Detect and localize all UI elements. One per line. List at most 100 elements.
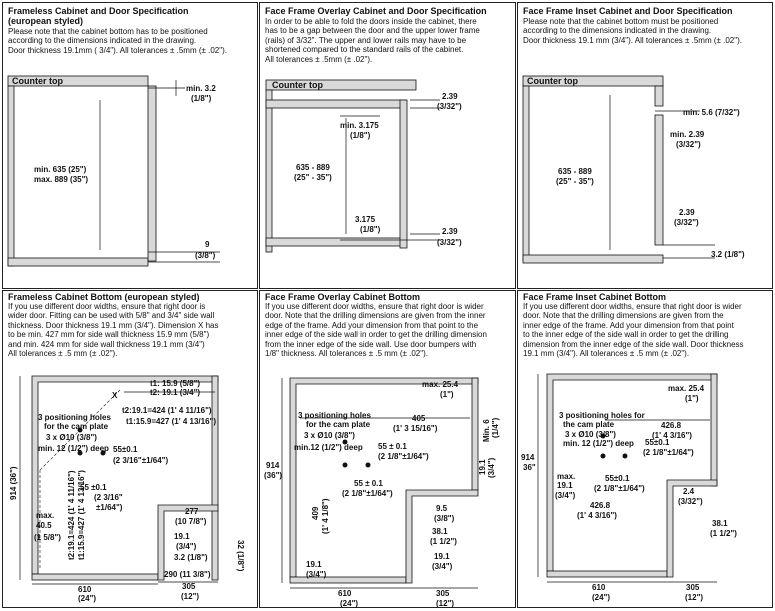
panel-description: If you use different door widths, ensure…: [8, 302, 219, 359]
svg-text:610: 610: [592, 583, 606, 592]
svg-text:19.1: 19.1: [478, 459, 487, 475]
svg-text:max. 25.4: max. 25.4: [422, 380, 459, 389]
svg-text:38.1: 38.1: [432, 527, 448, 536]
svg-text:2.4: 2.4: [683, 487, 695, 496]
svg-text:(36"): (36"): [264, 471, 282, 480]
counter-top: [522, 75, 664, 87]
svg-text:(24"): (24"): [340, 599, 358, 608]
svg-text:t2: 19.1 (3/4"): t2: 19.1 (3/4"): [150, 388, 200, 397]
svg-text:(12"): (12"): [181, 592, 199, 601]
panel-title: Frameless Cabinet and Door Specification…: [8, 6, 189, 26]
svg-text:(1' 4 3/16"): (1' 4 3/16"): [652, 431, 692, 440]
svg-text:(24"): (24"): [78, 594, 96, 603]
svg-text:min. 5.6 (7/32"): min. 5.6 (7/32"): [683, 108, 740, 117]
svg-text:(1 5/8"): (1 5/8"): [34, 533, 61, 542]
svg-text:(1"): (1"): [685, 394, 699, 403]
svg-text:X: X: [112, 391, 118, 400]
svg-text:t2:19.1=424 (1' 4 11/16"): t2:19.1=424 (1' 4 11/16"): [122, 406, 212, 415]
svg-text:(3/8"): (3/8"): [434, 514, 455, 523]
svg-text:40.5: 40.5: [36, 521, 52, 530]
svg-text:the cam plate: the cam plate: [563, 420, 615, 429]
svg-text:(1/8"): (1/8"): [350, 131, 371, 140]
svg-text:3 x Ø10 (3/8"): 3 x Ø10 (3/8"): [565, 430, 616, 439]
svg-text:(3/4"): (3/4"): [306, 570, 327, 579]
svg-text:55±0.1: 55±0.1: [645, 438, 670, 447]
svg-text:(3/8"): (3/8"): [195, 251, 216, 260]
frameless-cabinet-drawing: Counter top min. 3.2 (1/8") min. 635 (25…: [7, 75, 220, 267]
panel-title: Face Frame Inset Cabinet Bottom: [523, 292, 667, 302]
overlay-cabinet-drawing: Counter top 2.39 (3/32") min. 3.175 (1/8…: [265, 79, 462, 253]
svg-text:3 positioning holes for: 3 positioning holes for: [559, 411, 645, 420]
counter-top: [7, 75, 149, 87]
panel-title: Face Frame Overlay Cabinet and Door Spec…: [265, 6, 487, 16]
svg-text:426.8: 426.8: [590, 501, 611, 510]
panel-description: If you use different door widths, ensure…: [265, 302, 487, 359]
cabinet-bottom: [7, 257, 149, 267]
svg-text:914: 914: [266, 461, 280, 470]
svg-text:max. 25.4: max. 25.4: [668, 384, 705, 393]
inset-bottom-drawing: max. 25.4 (1") 3 positioning holes for t…: [521, 373, 737, 602]
svg-text:min. 12 (1/2") deep: min. 12 (1/2") deep: [38, 444, 109, 453]
svg-text:±1/64"): ±1/64"): [96, 503, 123, 512]
svg-text:55 ± 0.1: 55 ± 0.1: [378, 442, 407, 451]
panel-inset-bottom: [517, 290, 773, 608]
svg-text:405: 405: [412, 414, 426, 423]
svg-text:426.8: 426.8: [661, 421, 682, 430]
svg-text:32 (1/8"): 32 (1/8"): [236, 540, 245, 572]
svg-text:(1' 4 1/8"): (1' 4 1/8"): [321, 498, 330, 534]
overlay-bottom-drawing: max. 25.4 (1") 405 (1' 3 15/16") Min. 6 …: [264, 377, 500, 608]
svg-text:(2 3/16"±1/64"): (2 3/16"±1/64"): [113, 456, 168, 465]
svg-text:55 ±0.1: 55 ±0.1: [80, 483, 107, 492]
svg-text:min. 12 (1/2") deep: min. 12 (1/2") deep: [563, 439, 634, 448]
svg-text:19.1: 19.1: [557, 481, 573, 490]
svg-text:409: 409: [311, 506, 320, 520]
svg-text:(1/4"): (1/4"): [491, 417, 500, 438]
svg-text:(1"): (1"): [440, 390, 454, 399]
svg-text:(2 1/8"±1/64"): (2 1/8"±1/64"): [594, 484, 645, 493]
svg-text:for the cam plate: for the cam plate: [44, 422, 109, 431]
svg-text:max.: max.: [557, 472, 575, 481]
svg-text:610: 610: [338, 589, 352, 598]
svg-text:(3/4"): (3/4"): [432, 562, 453, 571]
svg-text:914 (36"): 914 (36"): [9, 466, 18, 500]
svg-text:(10 7/8"): (10 7/8"): [175, 517, 207, 526]
svg-text:min. 3.175: min. 3.175: [340, 121, 379, 130]
door: [147, 85, 157, 262]
svg-text:(2 3/16": (2 3/16": [94, 493, 123, 502]
svg-text:(2 1/8"±1/64"): (2 1/8"±1/64"): [643, 448, 694, 457]
svg-text:914: 914: [521, 453, 535, 462]
svg-text:55±0.1: 55±0.1: [605, 474, 630, 483]
svg-text:(3/32"): (3/32"): [676, 140, 701, 149]
svg-text:(24"): (24"): [592, 593, 610, 602]
svg-text:(2 1/8"±1/64"): (2 1/8"±1/64"): [342, 489, 393, 498]
svg-text:(3/4"): (3/4"): [487, 457, 496, 478]
svg-text:(1/8"): (1/8"): [360, 225, 381, 234]
svg-text:3.2 (1/8"): 3.2 (1/8"): [174, 553, 208, 562]
svg-text:3 positioning holes: 3 positioning holes: [298, 411, 371, 420]
counter-top-label: Counter top: [12, 76, 63, 86]
svg-text:2.39: 2.39: [442, 92, 458, 101]
svg-text:305: 305: [436, 589, 450, 598]
svg-text:(1' 3 15/16"): (1' 3 15/16"): [393, 424, 438, 433]
svg-text:(3/32"): (3/32"): [437, 102, 462, 111]
svg-text:for the cam plate: for the cam plate: [306, 420, 371, 429]
panel-description: In order to be able to fold the doors in…: [265, 17, 480, 64]
svg-text:55 ± 0.1: 55 ± 0.1: [354, 479, 383, 488]
svg-text:2.39: 2.39: [442, 227, 458, 236]
svg-text:(2 1/8"±1/64"): (2 1/8"±1/64"): [378, 452, 429, 461]
svg-text:36": 36": [523, 463, 536, 472]
panel-description: Please note that the cabinet bottom must…: [523, 17, 742, 45]
panel-title: Face Frame Overlay Cabinet Bottom: [265, 292, 421, 302]
svg-text:3.2 (1/8"): 3.2 (1/8"): [711, 250, 745, 259]
panel-description: Please note that the cabinet bottom has …: [8, 27, 227, 55]
svg-text:(1' 4 3/16"): (1' 4 3/16"): [577, 511, 617, 520]
svg-text:(25" - 35"): (25" - 35"): [294, 173, 332, 182]
svg-text:min. 2.39: min. 2.39: [670, 130, 705, 139]
svg-text:3 positioning holes: 3 positioning holes: [38, 413, 111, 422]
svg-text:min. 635 (25"): min. 635 (25"): [34, 165, 87, 174]
panel-title: Frameless Cabinet Bottom (european style…: [8, 292, 200, 302]
svg-text:(12"): (12"): [436, 599, 454, 608]
svg-text:635 - 889: 635 - 889: [558, 167, 592, 176]
counter-top: [265, 79, 417, 91]
